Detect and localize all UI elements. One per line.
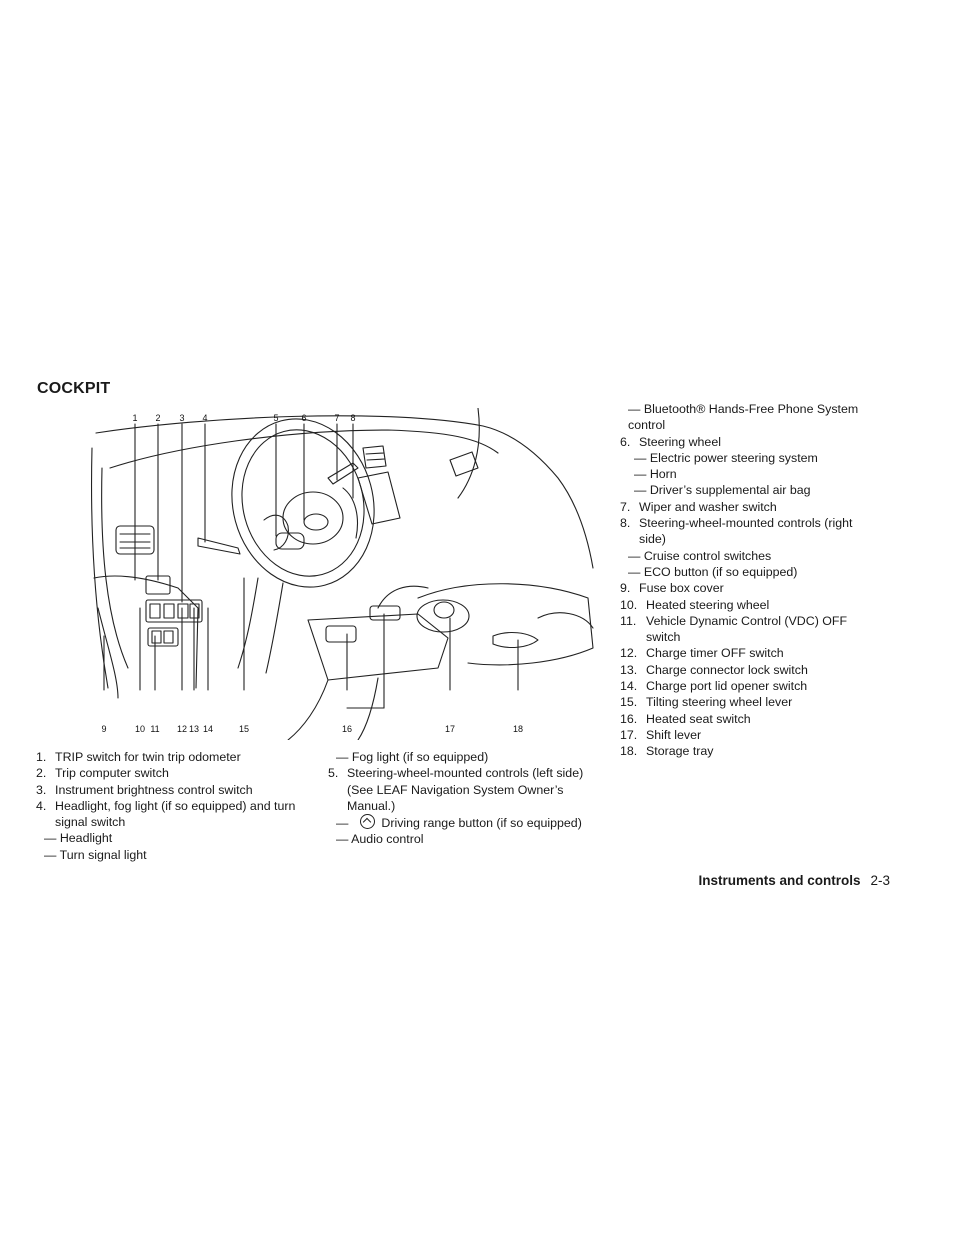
legend-text: Steering-wheel-mounted controls (right s… [639, 516, 853, 547]
legend-item: 11. Vehicle Dynamic Control (VDC) OFF swi… [620, 613, 880, 646]
callout-number: 5 [273, 413, 278, 423]
legend-item: 3. Instrument brightness control switch [36, 782, 316, 798]
callout-number: 11 [150, 724, 159, 734]
legend-text: Fuse box cover [639, 581, 724, 596]
legend-text: Heated seat switch [646, 711, 751, 726]
legend-item: 13. Charge connector lock switch [620, 662, 880, 678]
page-footer: Instruments and controls 2-3 [698, 873, 890, 888]
callout-number: 9 [101, 724, 106, 734]
legend-number: 10. [620, 597, 638, 612]
legend-item: 4. Headlight, fog light (if so equipped) … [36, 798, 316, 831]
legend-number: 16. [620, 711, 638, 726]
legend-text: Tilting steering wheel lever [646, 695, 793, 710]
legend-number: 18. [620, 744, 638, 759]
legend-column-1: 1. TRIP switch for twin trip odometer 2. Tr… [36, 749, 316, 863]
legend-subitem: — Driver’s supplemental air bag [634, 483, 811, 498]
callout-number: 12 [177, 724, 187, 734]
legend-subitem: — Bluetooth® Hands-Free Phone System con… [628, 402, 859, 433]
legend-item: 17. Shift lever [620, 727, 880, 743]
legend-item-5: 5. Steering-wheel-mounted controls (left… [328, 765, 603, 814]
legend-number: 12. [620, 646, 638, 661]
callout-number: 4 [202, 413, 207, 423]
legend-subitem: — Cruise control switches [628, 548, 772, 563]
legend-text: Wiper and washer switch [639, 499, 777, 514]
legend-item: 6. Steering wheel [620, 434, 880, 450]
legend-item: 15. Tilting steering wheel lever [620, 694, 880, 710]
section-title: COCKPIT [37, 380, 111, 397]
callout-number: 14 [203, 724, 213, 734]
legend-number: 8. [620, 516, 631, 531]
driving-range-text: Driving range button (if so equipped) [381, 816, 582, 831]
legend-item: 16. Heated seat switch [620, 711, 880, 727]
legend-text: Steering wheel [639, 434, 721, 449]
legend-subitem: — Turn signal light [44, 847, 147, 862]
legend-number: 11. [620, 613, 637, 628]
legend-text: Heated steering wheel [646, 597, 770, 612]
callout-number: 7 [334, 413, 339, 423]
legend-number: 3. [36, 782, 47, 797]
footer-section-name: Instruments and controls [698, 873, 861, 888]
legend-subitem: — Electric power steering system [634, 450, 818, 465]
legend-number: 13. [620, 662, 638, 677]
dash: — [336, 816, 349, 831]
legend-number: 5. [328, 766, 339, 781]
legend-text: Trip computer switch [55, 766, 169, 781]
legend-item: 7. Wiper and washer switch [620, 499, 880, 515]
page-number: 2-3 [870, 873, 890, 888]
legend-text: Storage tray [646, 744, 714, 759]
legend-item: 1. TRIP switch for twin trip odometer [36, 749, 316, 765]
legend-item: 18. Storage tray [620, 743, 880, 759]
legend-item: 12. Charge timer OFF switch [620, 645, 880, 661]
callout-number: 3 [179, 413, 184, 423]
legend-number: 7. [620, 499, 631, 514]
callout-number: 13 [189, 724, 199, 734]
callout-number: 8 [350, 413, 355, 423]
legend-number: 9. [620, 581, 631, 596]
legend-text: Charge port lid opener switch [646, 679, 808, 694]
callout-number: 16 [342, 724, 352, 734]
legend-item: 14. Charge port lid opener switch [620, 678, 880, 694]
legend-item: 2. Trip computer switch [36, 765, 316, 781]
driving-range-button-icon [360, 814, 376, 830]
legend-text: Steering-wheel-mounted controls (left si… [347, 766, 584, 813]
legend-text: TRIP switch for twin trip odometer [55, 750, 241, 764]
callout-number: 6 [301, 413, 306, 423]
legend-text: Charge timer OFF switch [646, 646, 784, 661]
legend-item: 9. Fuse box cover [620, 580, 880, 596]
audio-control-subitem: — Audio control [336, 832, 424, 847]
fog-light-subitem: — Fog light (if so equipped) [336, 750, 489, 764]
driving-range-subitem: — Driving range button (if so equipped) [328, 814, 603, 831]
legend-subitem: — ECO button (if so equipped) [628, 564, 798, 579]
callout-number: 10 [135, 724, 145, 734]
callout-number: 18 [513, 724, 523, 734]
legend-number: 4. [36, 798, 47, 813]
legend-text: Shift lever [646, 727, 702, 742]
legend-subitem: — Headlight [44, 831, 113, 846]
legend-text: Charge connector lock switch [646, 662, 808, 677]
legend-column-2: — Fog light (if so equipped) 5. Steering… [328, 749, 603, 848]
legend-item: 10. Heated steering wheel [620, 597, 880, 613]
legend-item: 8. Steering-wheel-mounted controls (right… [620, 515, 880, 548]
legend-subitem: — Horn [634, 467, 677, 482]
legend-text: Headlight, fog light (if so equipped) an… [55, 798, 296, 830]
callout-number: 17 [445, 724, 455, 734]
legend-number: 2. [36, 766, 47, 781]
callout-number: 1 [132, 413, 137, 423]
legend-number: 15. [620, 695, 638, 710]
legend-text: Vehicle Dynamic Control (VDC) OFF switch [646, 613, 848, 645]
legend-number: 17. [620, 727, 638, 742]
legend-column-3: — Bluetooth® Hands-Free Phone System con… [620, 401, 880, 760]
callout-number: 15 [239, 724, 249, 734]
legend-number: 6. [620, 434, 631, 449]
callout-number: 2 [155, 413, 160, 423]
legend-number: 1. [36, 750, 47, 764]
legend-number: 14. [620, 679, 638, 694]
legend-text: Instrument brightness control switch [55, 782, 253, 797]
